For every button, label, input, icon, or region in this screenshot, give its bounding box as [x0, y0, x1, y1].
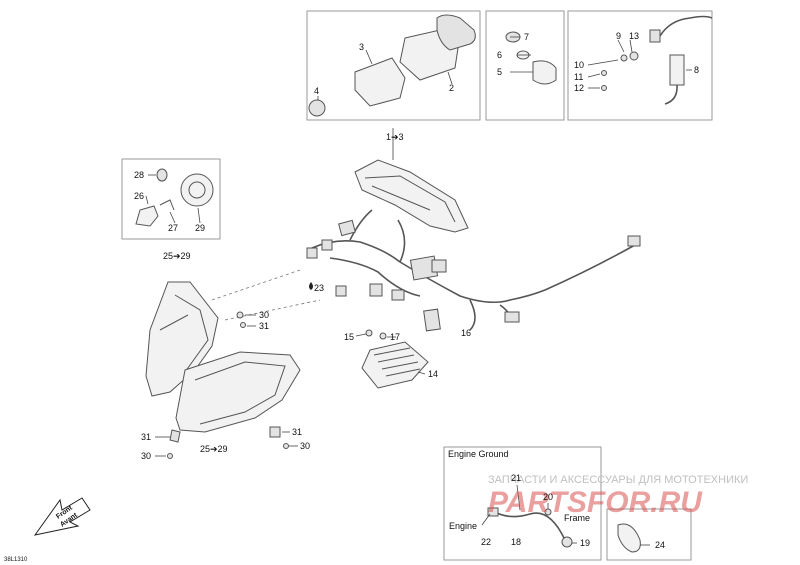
adhesive-icon: [309, 282, 313, 290]
callout-4: 4: [314, 86, 319, 96]
callout-5: 5: [497, 67, 502, 77]
callout-12: 12: [574, 83, 584, 93]
engine-label: Engine: [449, 521, 477, 531]
plug-part: [649, 29, 661, 43]
callout-11: 11: [574, 72, 583, 82]
headlight-lens: [175, 351, 301, 433]
gauge-lens-part: [436, 14, 476, 51]
callout-3: 3: [359, 42, 364, 52]
regulator: [355, 329, 429, 389]
gauge-box: [306, 10, 481, 121]
switch-part: [532, 60, 557, 85]
callout-10: 10: [574, 60, 584, 70]
callout-16: 16: [461, 328, 471, 338]
frame-label: Frame: [564, 513, 590, 523]
callout-26: 26: [134, 191, 144, 201]
callout-30c: 30: [300, 441, 310, 451]
switch-box: [485, 10, 565, 121]
callout-27: 27: [168, 223, 178, 233]
figure-code: 38L1310: [4, 557, 28, 563]
callout-2: 2: [449, 83, 454, 93]
callout-9: 9: [616, 31, 621, 41]
callout-20: 20: [543, 492, 553, 502]
callout-29: 29: [195, 223, 205, 233]
callout-22: 22: [481, 537, 491, 547]
engine-ground-box: [443, 446, 602, 561]
front-direction-arrow: Front Avant: [33, 497, 91, 536]
callout-23: 23: [314, 283, 324, 293]
callout-14: 14: [428, 369, 438, 379]
callout-17: 17: [390, 332, 400, 342]
callout-8: 8: [694, 65, 699, 75]
callout-31b: 31: [141, 432, 151, 442]
gauge-face-part: [354, 57, 406, 107]
callout-31a: 31: [259, 321, 269, 331]
watermark-tagline: ЗАПЧАСТИ И АКСЕССУАРЫ ДЛЯ МОТОТЕХНИКИ: [488, 474, 748, 486]
callout-24: 24: [655, 540, 665, 550]
callout-6: 6: [497, 50, 502, 60]
callout-21: 21: [511, 473, 521, 483]
callout-19: 19: [580, 538, 590, 548]
watermark-brand: PARTSFOR.RU: [488, 486, 703, 519]
callout-30a: 30: [259, 310, 269, 320]
range-label-25-29-bottom: 25➔29: [200, 444, 228, 454]
clamp-box: [606, 508, 692, 561]
callout-30b: 30: [141, 451, 151, 461]
wiring-harness: [306, 209, 641, 332]
socket-part: [669, 54, 685, 86]
callout-15: 15: [344, 332, 354, 342]
range-label-25-29-top: 25➔29: [163, 251, 191, 261]
socket-box: [567, 10, 713, 121]
gauge-knob-part: [308, 99, 326, 117]
bulb-box: [121, 158, 221, 240]
callout-28: 28: [134, 170, 144, 180]
range-label-1-3: 1➔3: [386, 132, 404, 142]
callout-18: 18: [511, 537, 521, 547]
callout-7: 7: [524, 32, 529, 42]
engine-ground-title: Engine Ground: [448, 449, 509, 459]
callout-13: 13: [629, 31, 639, 41]
fasteners: [155, 311, 298, 459]
callout-31c: 31: [292, 427, 302, 437]
instrument-cluster: [354, 159, 469, 233]
